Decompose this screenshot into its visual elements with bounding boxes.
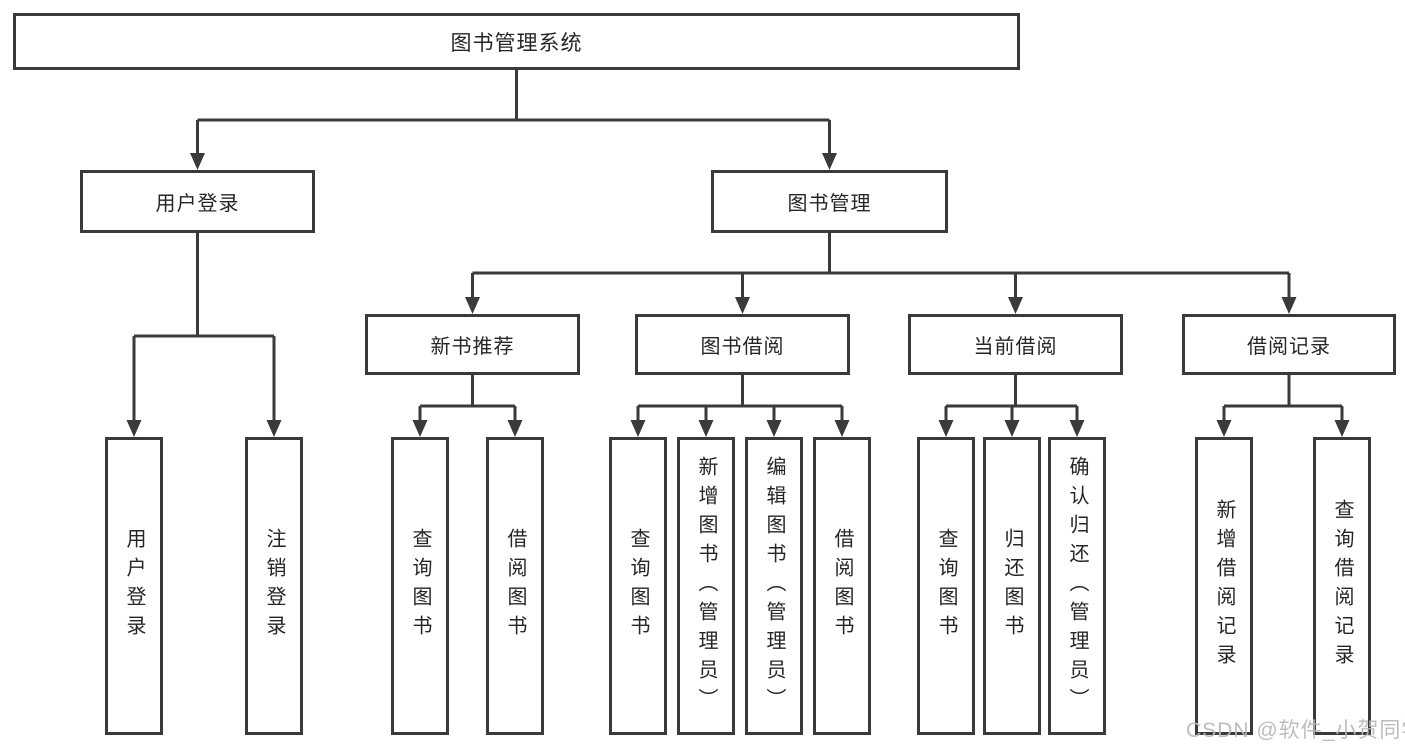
connector-borrow-records-children: [1222, 375, 1344, 423]
arrow-down-icon: [190, 153, 205, 170]
node-borrowing-records: 借阅记录: [1182, 314, 1396, 375]
leaf-user-login: 用户登录: [105, 437, 163, 735]
arrow-down-icon: [735, 297, 750, 314]
leaf-return-books: 归还图书: [983, 437, 1041, 735]
csdn-watermark: CSDN @软件_小贺同学: [1186, 719, 1405, 742]
leaf-query-books-current: 查询图书: [917, 437, 975, 735]
leaf-query-books-borrowing: 查询图书: [609, 437, 667, 735]
connector-book-borrow-children: [636, 375, 844, 423]
leaf-query-books-recommend: 查询图书: [391, 437, 449, 735]
leaf-add-borrow-record: 新增借阅记录: [1195, 437, 1253, 735]
arrow-down-icon: [1008, 297, 1023, 314]
node-book-management: 图书管理: [711, 170, 948, 233]
connector-user-login-children: [132, 233, 276, 423]
connector-current-borrow-children: [944, 375, 1079, 423]
leaf-add-book-admin: 新增图书（管理员）: [677, 437, 735, 735]
arrow-down-icon: [1004, 420, 1020, 437]
arrow-down-icon: [1069, 420, 1085, 437]
arrow-down-icon: [1281, 297, 1297, 314]
arrow-down-icon: [126, 420, 142, 437]
leaf-confirm-return-admin: 确认归还（管理员）: [1048, 437, 1106, 735]
arrow-down-icon: [1334, 420, 1350, 437]
arrow-down-icon: [465, 297, 480, 314]
arrow-down-icon: [938, 420, 954, 437]
node-book-borrowing: 图书借阅: [635, 314, 850, 375]
arrow-down-icon: [766, 420, 782, 437]
leaf-edit-book-admin: 编辑图书（管理员）: [745, 437, 803, 735]
arrow-down-icon: [266, 420, 282, 437]
connector-book-mgmt-children: [471, 233, 1291, 300]
arrow-down-icon: [698, 420, 714, 437]
arrowheads: [126, 153, 1350, 437]
connector-root-to-level2: [196, 70, 831, 156]
node-new-book-recommendation: 新书推荐: [365, 314, 580, 375]
arrow-down-icon: [834, 420, 850, 437]
leaf-borrow-books-borrowing: 借阅图书: [813, 437, 871, 735]
arrow-down-icon: [630, 420, 646, 437]
connector-new-book-children: [418, 375, 517, 423]
arrow-down-icon: [507, 420, 523, 437]
leaf-query-borrow-record: 查询借阅记录: [1313, 437, 1371, 735]
leaf-logout: 注销登录: [245, 437, 303, 735]
node-current-borrowing: 当前借阅: [908, 314, 1123, 375]
node-library-management-system: 图书管理系统: [13, 13, 1020, 70]
leaf-borrow-books-recommend: 借阅图书: [486, 437, 544, 735]
node-user-login: 用户登录: [80, 170, 315, 233]
arrow-down-icon: [822, 153, 837, 170]
arrow-down-icon: [1216, 420, 1232, 437]
arrow-down-icon: [412, 420, 428, 437]
